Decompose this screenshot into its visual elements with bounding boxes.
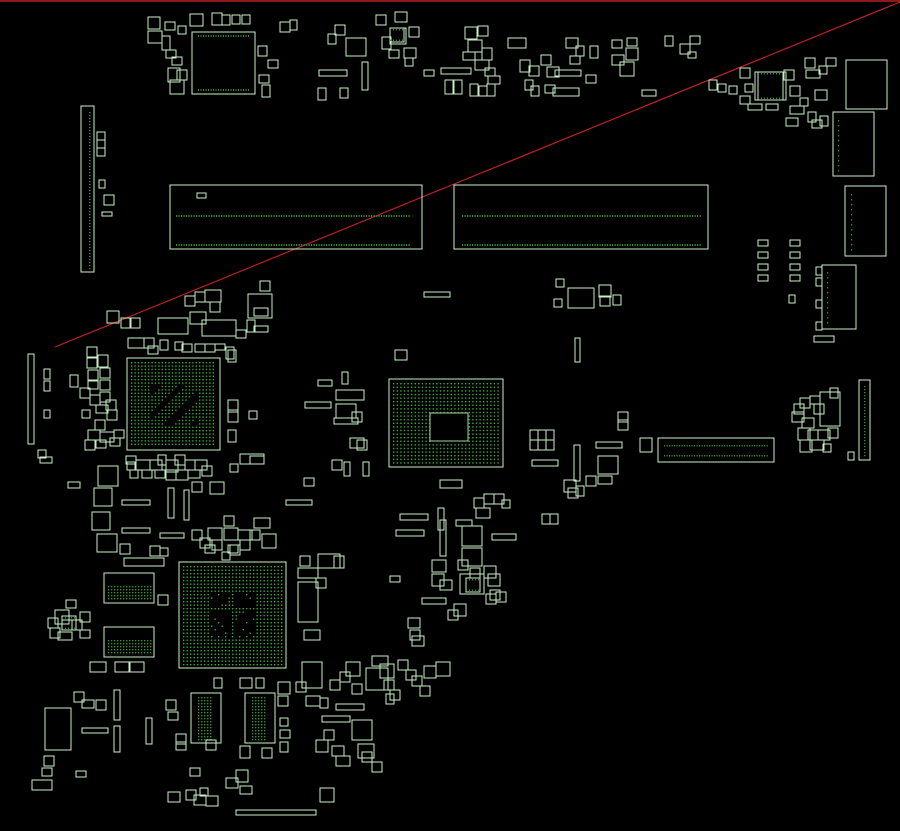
right-connector-block-2[interactable] <box>832 111 875 177</box>
right-connector-block-4[interactable] <box>821 264 857 330</box>
memory-chip-2[interactable] <box>103 626 155 658</box>
bga-chip-gpu[interactable] <box>178 561 287 669</box>
small-components <box>31 11 855 807</box>
memory-chip-1[interactable] <box>103 572 155 604</box>
vertical-connector-left[interactable] <box>80 105 95 273</box>
horizontal-connector-right[interactable] <box>657 437 775 463</box>
dimm-slot-1[interactable] <box>169 184 423 250</box>
bga-chip-cpu[interactable] <box>126 357 221 451</box>
vertical-connector-right[interactable] <box>858 379 871 461</box>
bga-chip-pch[interactable] <box>388 378 504 468</box>
qfn-chip-top[interactable] <box>191 31 256 95</box>
right-connector-block-3[interactable] <box>844 185 887 257</box>
dimm-slot-2[interactable] <box>453 184 709 250</box>
bottom-connector[interactable] <box>235 809 317 816</box>
side-connector-left[interactable] <box>27 353 35 445</box>
memory-chip-4[interactable] <box>244 692 276 744</box>
memory-chip-3[interactable] <box>190 692 222 744</box>
right-connector-block-1[interactable] <box>845 59 888 110</box>
board-edge <box>0 0 900 348</box>
qfn-small-chips <box>61 27 787 631</box>
